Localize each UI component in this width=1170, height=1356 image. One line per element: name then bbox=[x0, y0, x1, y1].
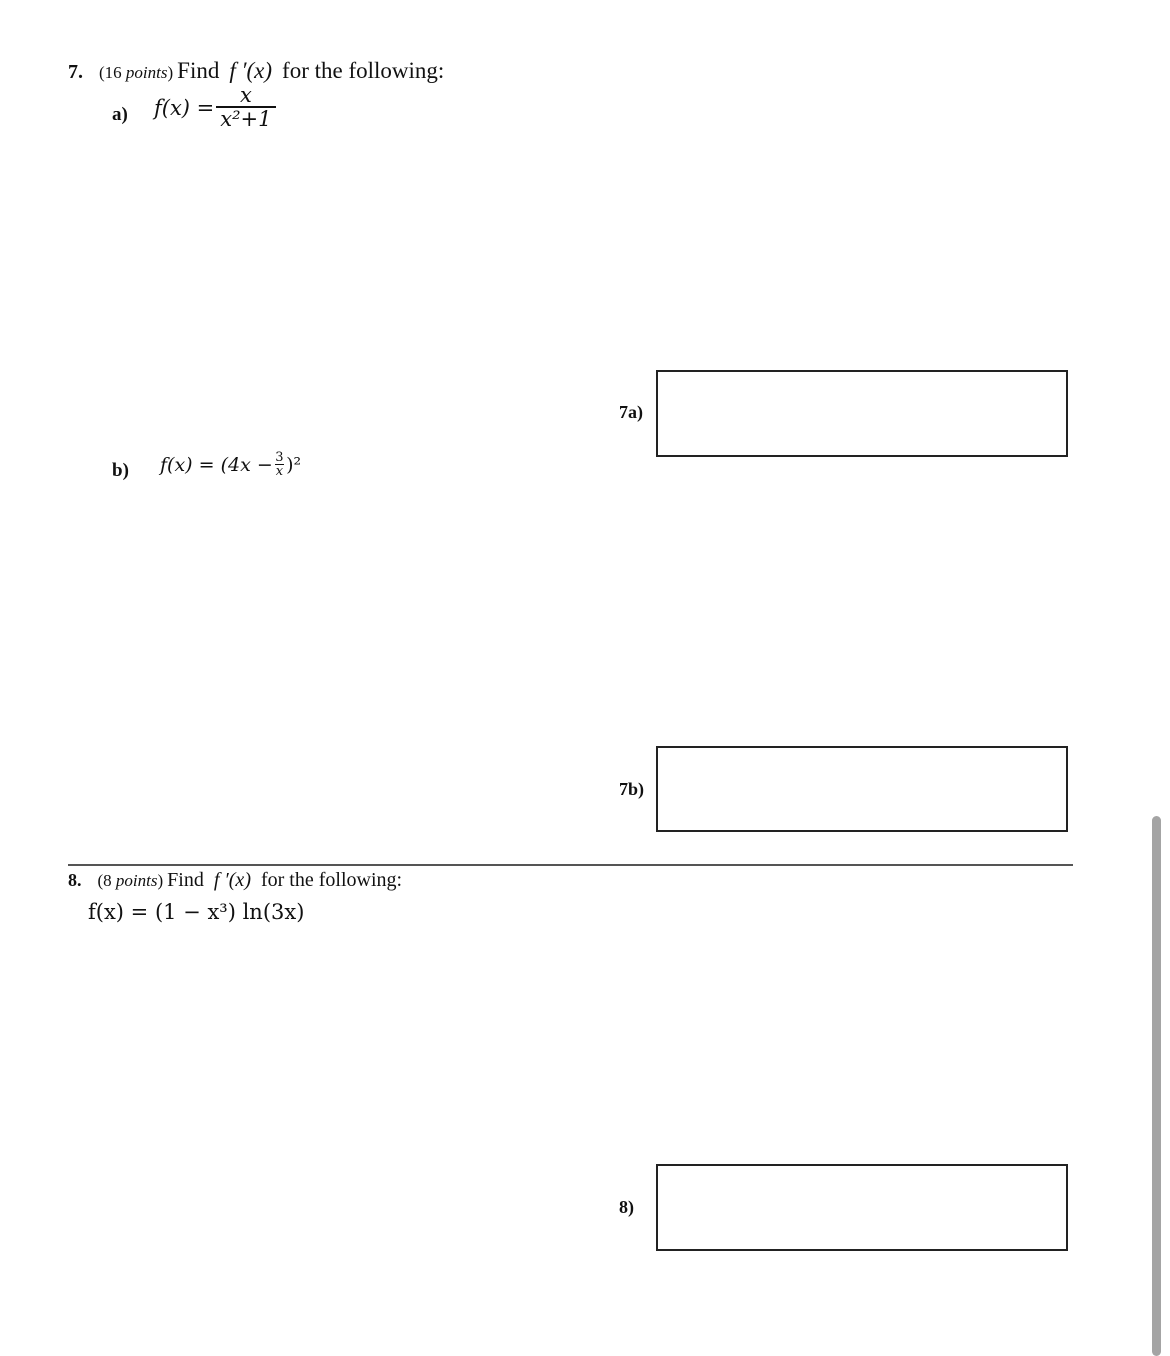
function-tail: )² bbox=[286, 453, 302, 476]
question-7-header: 7. (16 points) Find f ′(x) for the follo… bbox=[68, 58, 444, 84]
answer-label-7a: 7a) bbox=[619, 402, 643, 422]
part-7b-label: b) bbox=[112, 460, 129, 481]
question-number: 7. bbox=[68, 61, 83, 83]
denominator: x²+1 bbox=[216, 106, 276, 131]
prompt-rest: for the following: bbox=[260, 869, 403, 891]
function-lhs: f(x) = (4x − bbox=[160, 453, 273, 476]
answer-box-7b[interactable] bbox=[656, 746, 1068, 832]
answer-box-8[interactable] bbox=[656, 1164, 1068, 1251]
scrollbar-thumb[interactable] bbox=[1152, 816, 1161, 1356]
part-7a-expression: f(x) = x x²+1 bbox=[154, 84, 276, 131]
prompt-fprime: f ′(x) bbox=[229, 58, 273, 83]
numerator: x bbox=[239, 83, 252, 107]
question-8-expression: f(x) = (1 − x³) ln(3x) bbox=[88, 900, 305, 924]
answer-label-8: 8) bbox=[619, 1197, 634, 1217]
points-label: (8 points) bbox=[97, 871, 164, 890]
fraction: 3 x bbox=[274, 450, 285, 479]
answer-label-7b: 7b) bbox=[619, 779, 645, 799]
points-label: (16 points) bbox=[99, 63, 174, 82]
function-lhs: f(x) = bbox=[154, 95, 215, 120]
fraction: x x²+1 bbox=[216, 83, 276, 131]
part-7a-label: a) bbox=[112, 104, 128, 125]
prompt-rest: for the following: bbox=[282, 58, 445, 83]
section-divider bbox=[68, 864, 1073, 866]
question-8-header: 8. (8 points) Find f ′(x) for the follow… bbox=[68, 869, 402, 892]
prompt-find: Find bbox=[167, 869, 204, 891]
prompt-find: Find bbox=[177, 58, 220, 83]
answer-box-7a[interactable] bbox=[656, 370, 1068, 457]
prompt-fprime: f ′(x) bbox=[213, 869, 251, 891]
part-7b-expression: f(x) = (4x − 3 x )² bbox=[160, 451, 301, 478]
question-number: 8. bbox=[68, 870, 82, 890]
